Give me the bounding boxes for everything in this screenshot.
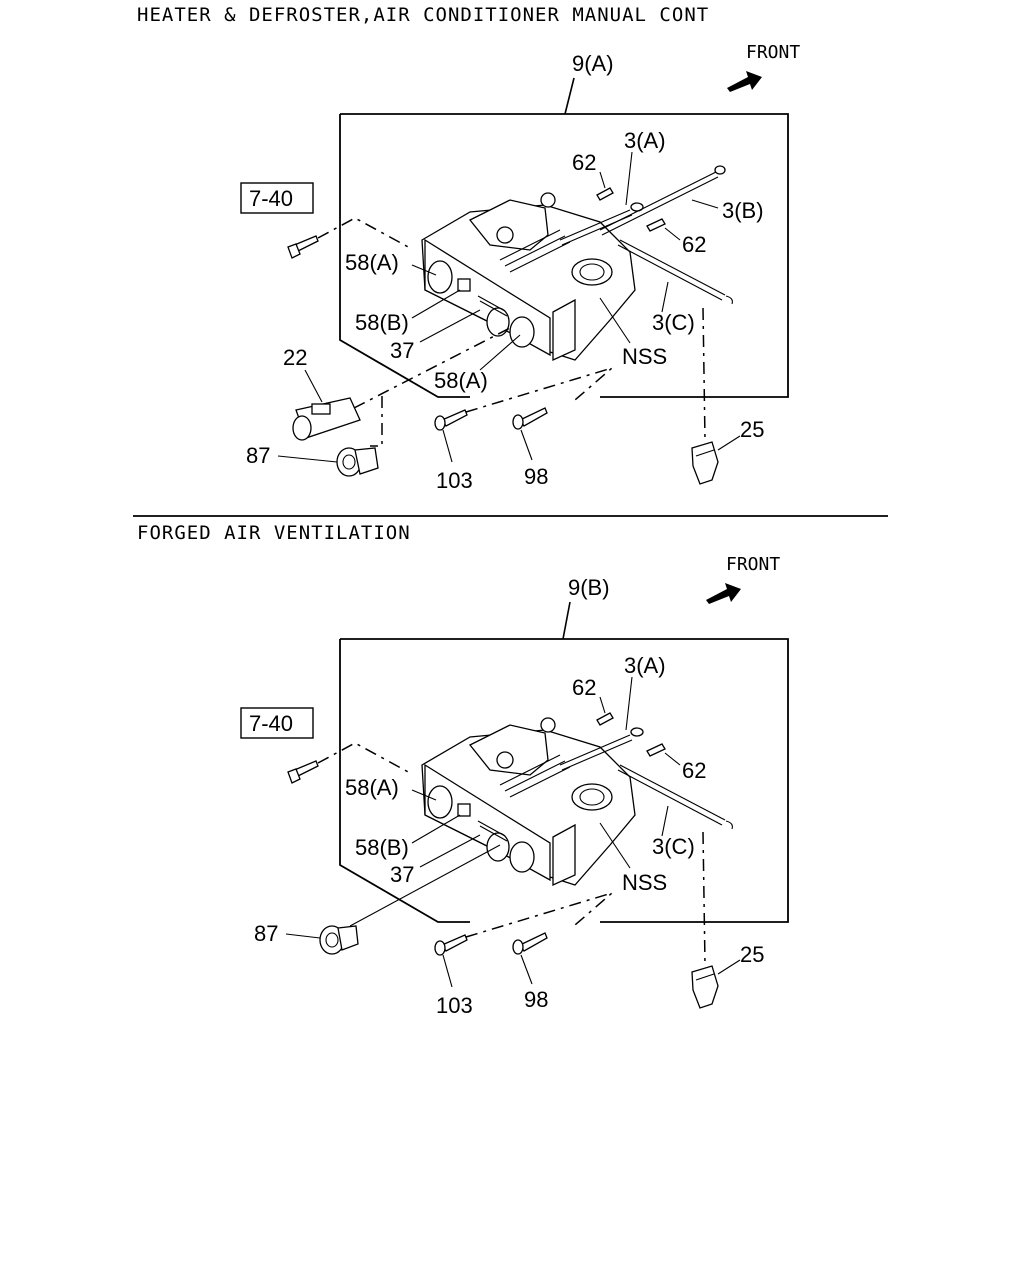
callout-cable-c: 3(C)	[652, 834, 695, 859]
reference-label: 7-40	[249, 711, 293, 736]
callout-knob-b: 58(B)	[355, 310, 409, 335]
callout-screw-98: 98	[524, 987, 548, 1012]
callout-nss: NSS	[622, 344, 667, 369]
callout-knob-b: 58(B)	[355, 835, 409, 860]
callout-assembly: 9(A)	[572, 51, 614, 76]
callout-cable-b: 3(B)	[722, 198, 764, 223]
screw-98	[512, 407, 548, 430]
callout-pin-right: 62	[682, 758, 706, 783]
callout-screw-98: 98	[524, 464, 548, 489]
cable-3a	[559, 727, 644, 771]
section-title: FORGED AIR VENTILATION	[137, 522, 411, 544]
cable-3c	[617, 764, 733, 830]
front-arrow-icon	[706, 583, 741, 604]
bolt-icon	[287, 760, 319, 784]
callout-cable-a: 3(A)	[624, 653, 666, 678]
reference-label: 7-40	[249, 186, 293, 211]
callout-nss: NSS	[622, 870, 667, 895]
section-title: HEATER & DEFROSTER,AIR CONDITIONER MANUA…	[137, 4, 709, 26]
callout-clip: 25	[740, 942, 764, 967]
assembly-outline	[339, 113, 789, 398]
callout-socket: 87	[246, 443, 270, 468]
assembly-outline	[339, 638, 789, 923]
pin-62-top	[596, 187, 614, 201]
callout-knob-a-top: 58(A)	[345, 250, 399, 275]
callout-knob-a-bottom: 58(A)	[434, 368, 488, 393]
callout-knob-a-top: 58(A)	[345, 775, 399, 800]
screw-103	[434, 409, 468, 431]
clip-25	[691, 965, 719, 1009]
reference-box	[240, 707, 314, 739]
pin-62-top	[596, 712, 614, 726]
callout-socket: 87	[254, 921, 278, 946]
callout-clip: 25	[740, 417, 764, 442]
callout-pin-right: 62	[682, 232, 706, 257]
reference-box	[240, 182, 314, 214]
callout-switch: 22	[283, 345, 307, 370]
callout-cable-c: 3(C)	[652, 310, 695, 335]
callout-bulb: 37	[390, 862, 414, 887]
callout-screw-103: 103	[436, 993, 473, 1018]
callout-bulb: 37	[390, 338, 414, 363]
control-panel-body	[421, 192, 636, 362]
pin-62-right	[646, 743, 666, 757]
callout-pin-top: 62	[572, 675, 596, 700]
screw-103	[434, 934, 468, 956]
front-label: FRONT	[746, 42, 800, 63]
socket-87	[319, 925, 359, 955]
bolt-icon	[287, 235, 319, 259]
callout-pin-top: 62	[572, 150, 596, 175]
pin-62-right	[646, 218, 666, 232]
socket-87	[336, 447, 379, 477]
cable-3c	[617, 239, 733, 305]
front-arrow-icon	[727, 71, 762, 92]
control-panel-body	[421, 717, 636, 887]
callout-cable-a: 3(A)	[624, 128, 666, 153]
screw-98	[512, 932, 548, 955]
switch-22	[292, 397, 361, 441]
clip-25	[691, 441, 719, 485]
callout-screw-103: 103	[436, 468, 473, 493]
cable-3b	[599, 165, 726, 236]
front-label: FRONT	[726, 554, 780, 575]
callout-assembly: 9(B)	[568, 575, 610, 600]
section-heater-defroster: HEATER & DEFROSTER,AIR CONDITIONER MANUA…	[137, 4, 800, 493]
section-forced-air-ventilation: FORGED AIR VENTILATION FRONT 9(B) 7-40	[137, 522, 789, 1018]
